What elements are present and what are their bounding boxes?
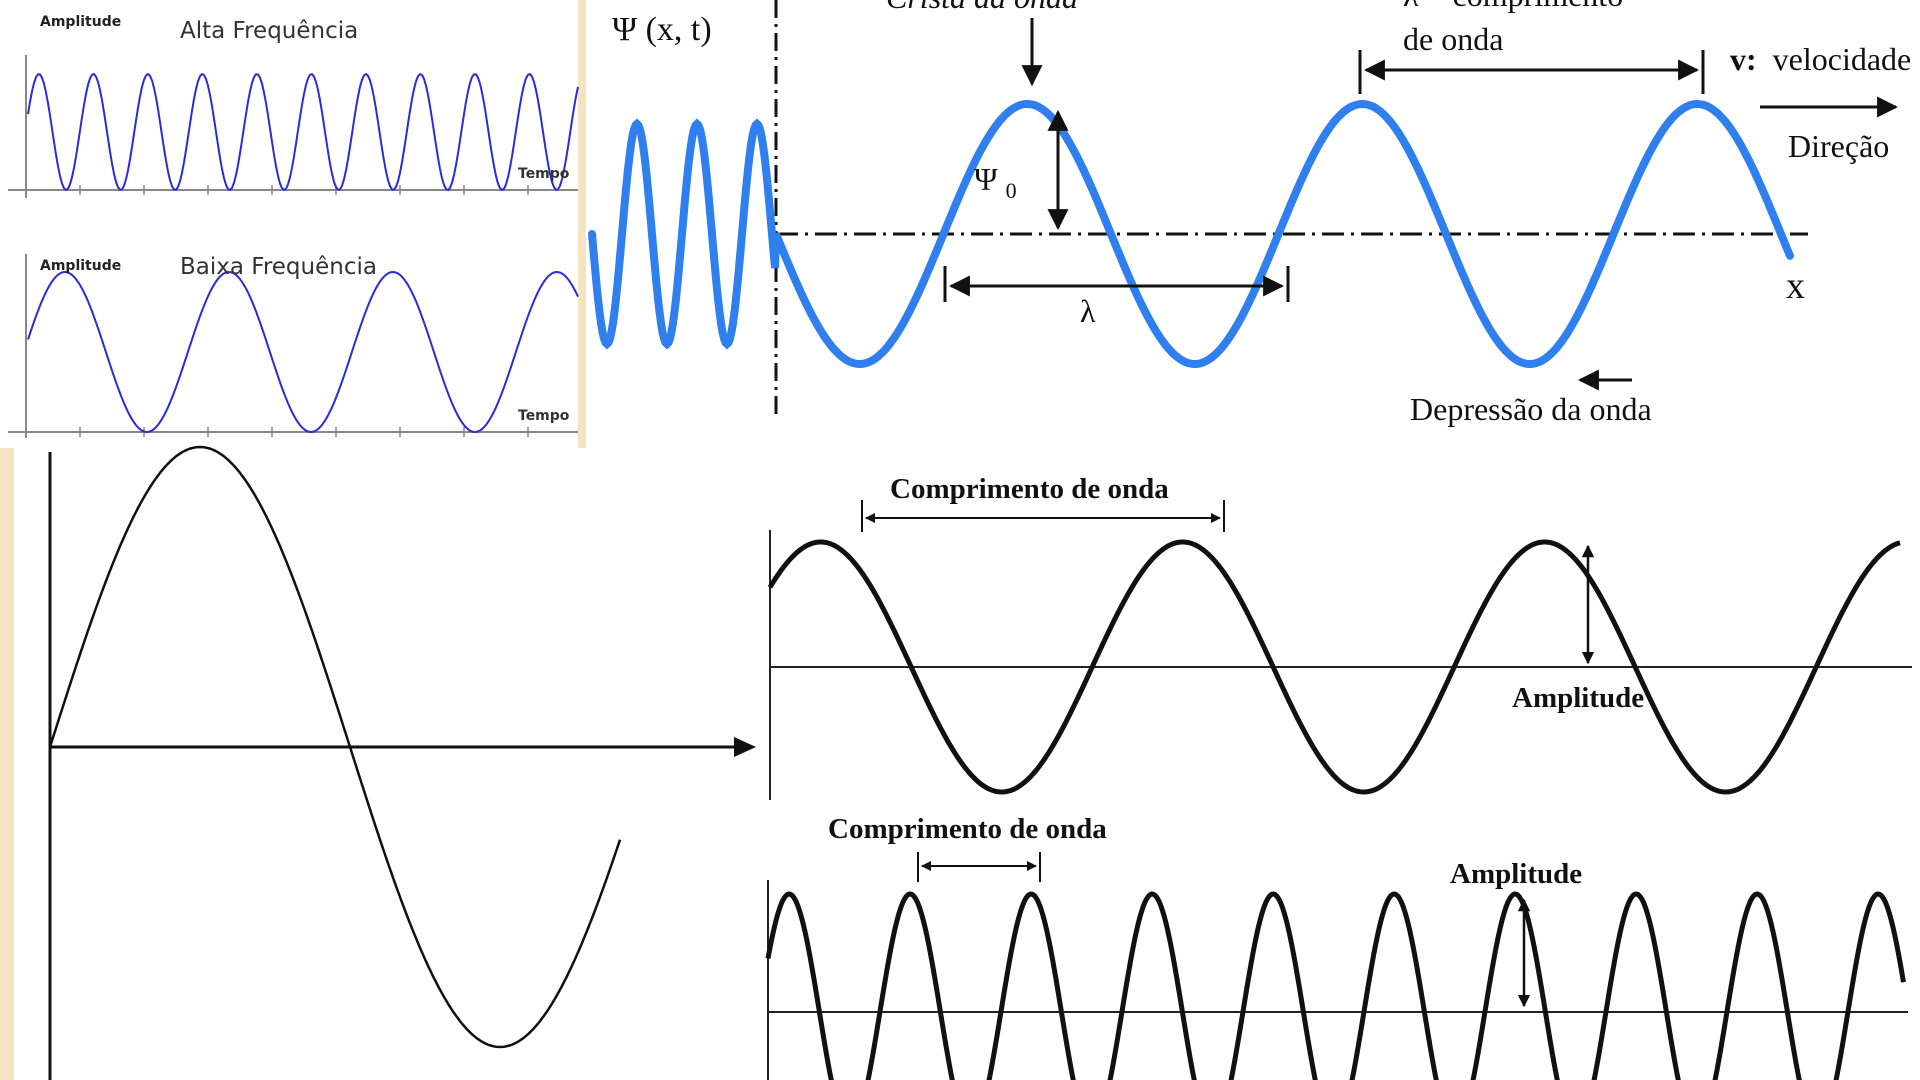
bottom-wavelength-label: Comprimento de onda <box>828 813 1107 845</box>
left-edge-strip <box>0 448 14 1080</box>
psi0-label: Ψ <box>974 161 998 197</box>
top-wavelength-label: Comprimento de onda <box>890 473 1169 505</box>
velocity-text: velocidade <box>1773 41 1912 77</box>
short-wavelength-wave <box>765 891 1906 1080</box>
low-freq-amplitude-label: Amplitude <box>40 258 121 274</box>
lambda-symbol: λ <box>1080 293 1096 329</box>
single-cycle-diagram <box>0 445 762 1080</box>
x-axis-label: x <box>1786 265 1805 307</box>
velocity-label: v: velocidade <box>1730 41 1911 77</box>
wavelength-definition-line2: de onda <box>1403 21 1503 57</box>
single-cycle-wave <box>48 445 622 1049</box>
low-frequency-wave <box>27 270 579 434</box>
high-frequency-wave <box>27 72 579 192</box>
direction-label: Direção <box>1788 128 1889 164</box>
panel-right-strip <box>578 0 586 448</box>
crest-label: Crista da onda <box>886 0 1078 15</box>
long-wavelength-panel: Comprimento de onda Amplitude <box>767 473 1912 800</box>
amplitude-symbol: Ψ 0 <box>974 161 1017 203</box>
x-axis-arrowhead <box>734 737 756 757</box>
frequency-panels: Amplitude Alta Frequência Tempo Amplitud… <box>0 0 586 448</box>
high-freq-time-label: Tempo <box>518 166 570 182</box>
high-freq-amplitude-label: Amplitude <box>40 14 121 30</box>
psi-function-label: Ψ (x, t) <box>612 11 712 48</box>
high-freq-title: Alta Frequência <box>180 18 358 44</box>
velocity-symbol: v: <box>1730 41 1757 77</box>
low-freq-ticks <box>79 427 529 437</box>
top-amplitude-label: Amplitude <box>1512 682 1644 714</box>
wave-comparison: Comprimento de onda Amplitude Compriment… <box>765 473 1912 1080</box>
low-freq-title: Baixa Frequência <box>180 254 377 280</box>
low-frequency-panel: Amplitude Baixa Frequência Tempo <box>8 254 579 438</box>
high-frequency-panel: Amplitude Alta Frequência Tempo <box>8 14 579 198</box>
frequency-panels-background <box>0 0 585 448</box>
wavelength-definition-line1: λ = comprimento <box>1403 0 1623 13</box>
trough-label: Depressão da onda <box>1410 391 1652 427</box>
low-freq-time-label: Tempo <box>518 408 570 424</box>
single-cycle-background <box>0 448 762 1080</box>
long-wavelength-wave <box>767 539 1901 795</box>
short-wavelength-panel: Comprimento de onda Amplitude <box>765 813 1908 1080</box>
psi0-subscript: 0 <box>1006 178 1017 203</box>
blue-sine-wave <box>588 99 1794 369</box>
bottom-amplitude-label: Amplitude <box>1450 858 1582 890</box>
wave-anatomy-diagram: Ψ (x, t) Crista da onda λ = comprimento … <box>588 0 1911 427</box>
